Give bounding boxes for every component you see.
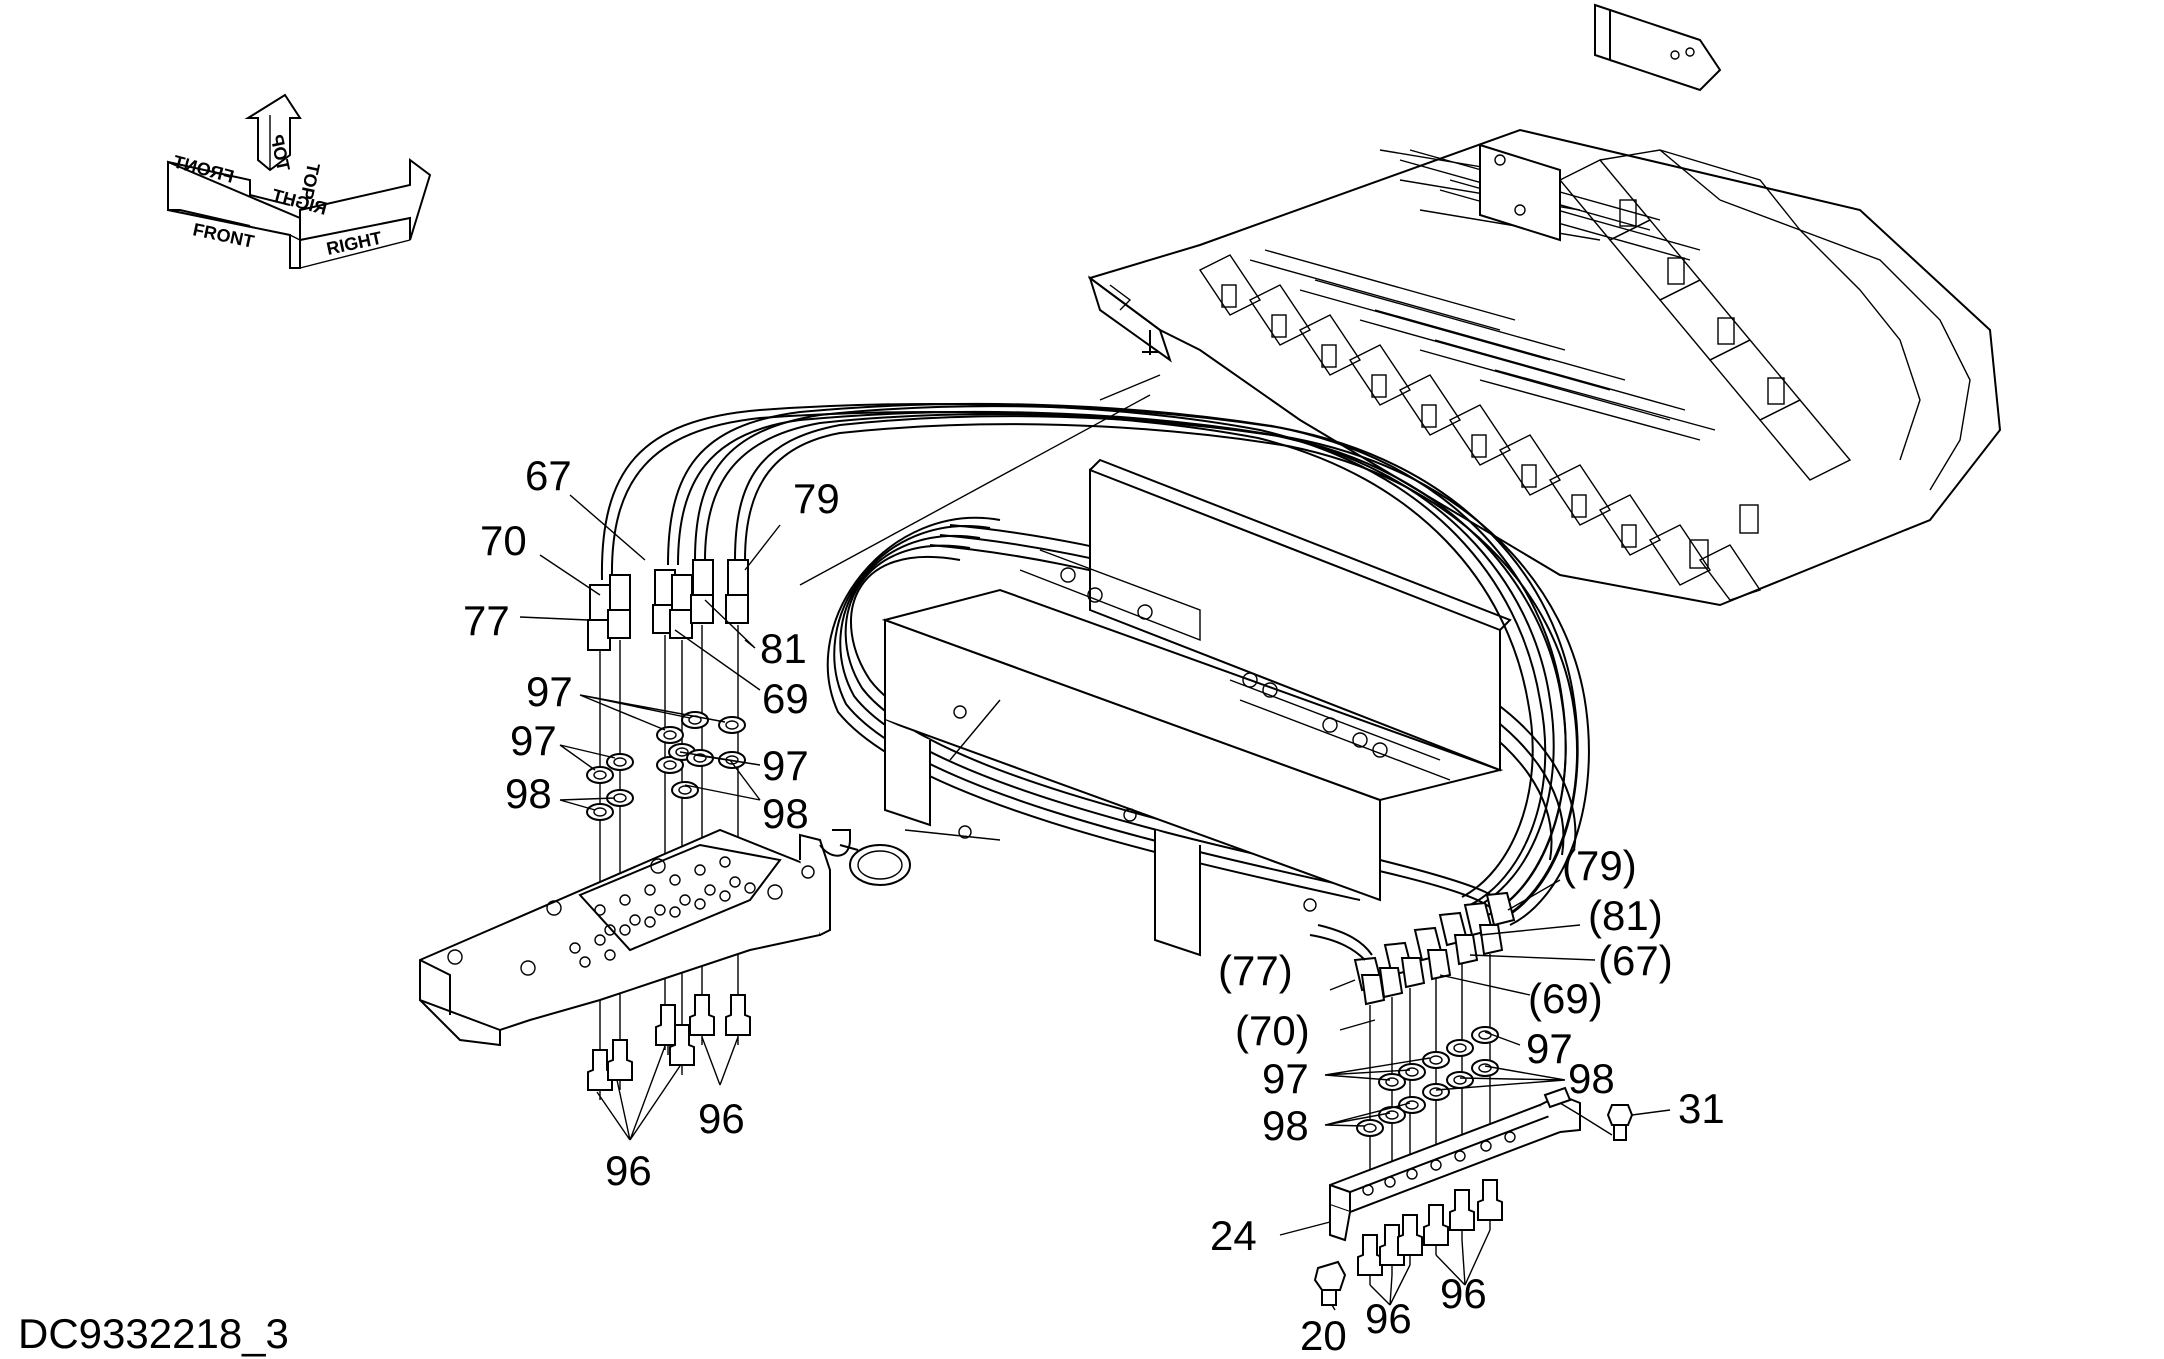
orientation-arrows: FRONT TOP TOP RIGHT FRONT RIGHT [167, 93, 432, 269]
callout-81: 81 [760, 625, 807, 672]
callout-97-c: 97 [762, 742, 809, 789]
callout-98-a: 98 [505, 770, 552, 817]
hose-loop-assembly [600, 374, 1590, 1006]
left-mounting-plate [419, 828, 911, 1047]
callout-98-b: 98 [762, 790, 809, 837]
callout-97-b: 97 [510, 717, 557, 764]
callout-70: 70 [480, 517, 527, 564]
callout-97-a: 97 [526, 668, 573, 715]
cable-carrier-chain [1087, 3, 2002, 607]
callout-20: 20 [1300, 1312, 1347, 1359]
callout-98-d: 98 [1262, 1102, 1309, 1149]
front-label-mirrored: FRONT [171, 151, 236, 186]
callout-69-ref: (69) [1528, 975, 1603, 1022]
callouts: 67 70 77 79 81 69 97 97 97 98 98 96 96 (… [463, 452, 1725, 1359]
plate-holes [569, 856, 756, 968]
bolt-20 [1313, 1260, 1347, 1306]
callout-77: 77 [463, 597, 510, 644]
callout-79-ref: (79) [1562, 842, 1637, 889]
right-bolts [1357, 1179, 1503, 1285]
callout-96-b: 96 [698, 1095, 745, 1142]
callout-81-ref: (81) [1588, 892, 1663, 939]
callout-70-ref: (70) [1235, 1007, 1310, 1054]
callout-96-c: 96 [1365, 1295, 1412, 1342]
left-hose-fittings [587, 559, 749, 651]
callout-96-a: 96 [605, 1147, 652, 1194]
right-lower-group [1313, 954, 1634, 1306]
left-bolts [587, 994, 751, 1100]
callout-67: 67 [525, 452, 572, 499]
left-washers [586, 711, 746, 821]
callout-77-ref: (77) [1218, 947, 1293, 994]
right-mounting-bar [1329, 1086, 1581, 1242]
chain-links-lower [1198, 254, 1762, 601]
callout-69: 69 [762, 675, 809, 722]
bolt-31 [1559, 1102, 1634, 1141]
callout-79: 79 [793, 475, 840, 522]
callout-96-d: 96 [1440, 1270, 1487, 1317]
left-fittings-group [419, 559, 911, 1100]
callout-97-d: 97 [1526, 1025, 1573, 1072]
callout-97-e: 97 [1262, 1055, 1309, 1102]
callout-31: 31 [1678, 1085, 1725, 1132]
document-id: DC9332218_3 [18, 1310, 289, 1357]
callout-67-ref: (67) [1598, 937, 1673, 984]
callout-98-c: 98 [1568, 1055, 1615, 1102]
chain-end-bracket [1479, 3, 1722, 242]
right-washers [1356, 1026, 1499, 1137]
callout-24: 24 [1210, 1212, 1257, 1259]
leader-lines [519, 494, 1671, 1311]
